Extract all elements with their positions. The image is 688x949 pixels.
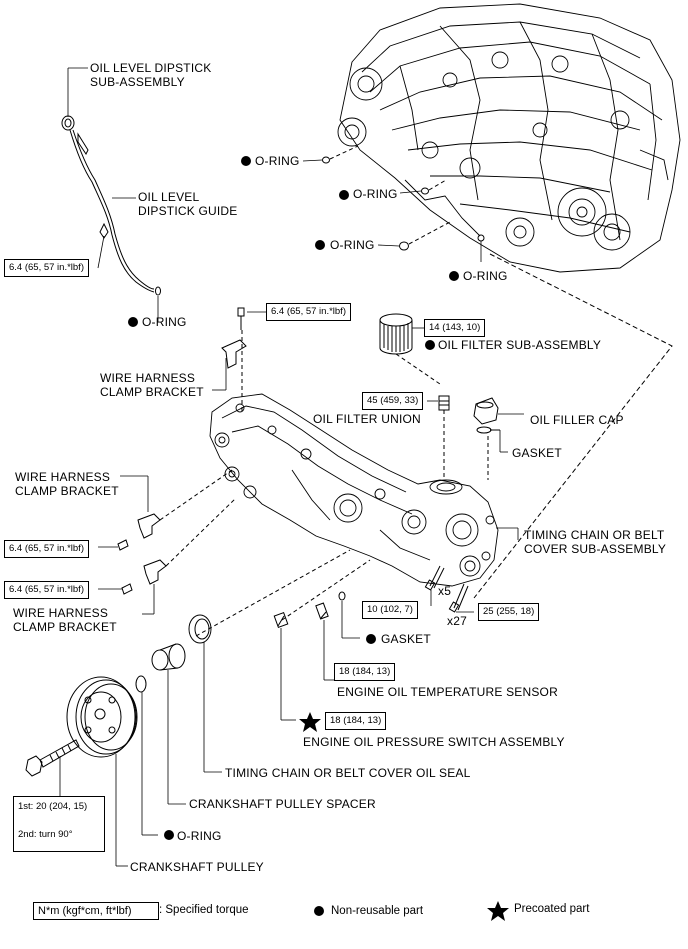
- pulley-spacer-drawing: [151, 643, 186, 671]
- engine-block-drawing: [337, 3, 681, 273]
- timing-cover-drawing: [209, 393, 499, 587]
- torque-box-filter-union: 45 (459, 33): [362, 392, 424, 410]
- legend-nonreusable: Non-reusable part: [331, 905, 424, 917]
- torque-box-oil-filter: 14 (143, 10): [424, 319, 486, 337]
- label-timing-cover: TIMING CHAIN OR BELT COVER SUB-ASSEMBLY: [524, 528, 667, 556]
- engine-o-ring-leaders: [329, 145, 451, 245]
- label-qty-x27: x27: [447, 614, 467, 628]
- torque-box-bolt-x5: 10 (102, 7): [362, 601, 418, 619]
- torque-box-pressure-switch: 18 (184, 13): [325, 712, 387, 730]
- label-gasket-cap: GASKET: [512, 446, 562, 460]
- clamp-bracket-bot-drawing: [121, 559, 167, 595]
- oil-filter-union-drawing: [438, 395, 450, 411]
- label-gasket-sensor: GASKET: [381, 632, 431, 646]
- label-wire-clamp-top: WIRE HARNESS CLAMP BRACKET: [100, 371, 204, 399]
- label-o-ring-pulley: O-RING: [177, 829, 222, 843]
- label-oil-filler-cap: OIL FILLER CAP: [530, 413, 624, 427]
- dipstick-drawing: [61, 115, 161, 296]
- sensors-drawing: [273, 591, 346, 628]
- label-qty-x5: x5: [438, 584, 452, 598]
- label-o-ring-4: O-RING: [463, 269, 508, 283]
- cover-leaders: [159, 330, 489, 637]
- clamp-bracket-mid-drawing: [117, 513, 161, 551]
- engine-o-rings: [322, 156, 485, 251]
- oil-filler-cap-drawing: [473, 397, 499, 434]
- torque-box-clamp-top: 6.4 (65, 57 in.*lbf): [266, 303, 351, 321]
- torque-box-dipstick-guide: 6.4 (65, 57 in.*lbf): [4, 259, 89, 277]
- label-oil-seal: TIMING CHAIN OR BELT COVER OIL SEAL: [225, 766, 471, 780]
- label-oil-filter-union: OIL FILTER UNION: [313, 412, 421, 426]
- label-o-ring-3: O-RING: [330, 238, 375, 252]
- label-oil-level-dipstick: OIL LEVEL DIPSTICK SUB-ASSEMBLY: [90, 61, 212, 89]
- pulley-o-ring-drawing: [135, 675, 147, 693]
- label-wire-clamp-bot: WIRE HARNESS CLAMP BRACKET: [13, 606, 117, 634]
- crankshaft-pulley-drawing: [66, 676, 138, 758]
- legend-precoated: Precoated part: [514, 903, 590, 915]
- label-o-ring-dipstick: O-RING: [142, 315, 187, 329]
- label-oil-filter: OIL FILTER SUB-ASSEMBLY: [438, 338, 602, 352]
- oil-filter-drawing: [379, 313, 413, 355]
- nonreusable-markers: [128, 156, 459, 916]
- pulley-bolt-drawing: [25, 739, 80, 777]
- label-crankshaft-pulley: CRANKSHAFT PULLEY: [130, 860, 264, 874]
- clamp-bracket-top-drawing: [221, 307, 247, 369]
- torque-box-temp-sensor: 18 (184, 13): [334, 663, 396, 681]
- legend-specified-torque: : Specified torque: [159, 904, 249, 916]
- torque-box-bolt-x27: 25 (255, 18): [478, 603, 540, 621]
- torque-box-pulley-bolt: 1st: 20 (204, 15) 2nd: turn 90°: [13, 796, 105, 852]
- label-o-ring-2: O-RING: [353, 187, 398, 201]
- label-pressure-switch: ENGINE OIL PRESSURE SWITCH ASSEMBLY: [303, 735, 565, 749]
- label-o-ring-1: O-RING: [255, 154, 300, 168]
- legend-unit-box: N*m (kgf*cm, ft*lbf): [33, 902, 159, 920]
- label-pulley-spacer: CRANKSHAFT PULLEY SPACER: [189, 797, 376, 811]
- torque-box-clamp-mid: 6.4 (65, 57 in.*lbf): [4, 540, 89, 558]
- label-temp-sensor: ENGINE OIL TEMPERATURE SENSOR: [337, 685, 558, 699]
- precoated-markers: [299, 712, 509, 921]
- oil-seal-drawing: [188, 614, 212, 644]
- torque-box-clamp-bot: 6.4 (65, 57 in.*lbf): [4, 581, 89, 599]
- label-dipstick-guide: OIL LEVEL DIPSTICK GUIDE: [138, 190, 238, 218]
- cover-bolts-drawing: [424, 565, 469, 613]
- label-wire-clamp-mid: WIRE HARNESS CLAMP BRACKET: [15, 470, 119, 498]
